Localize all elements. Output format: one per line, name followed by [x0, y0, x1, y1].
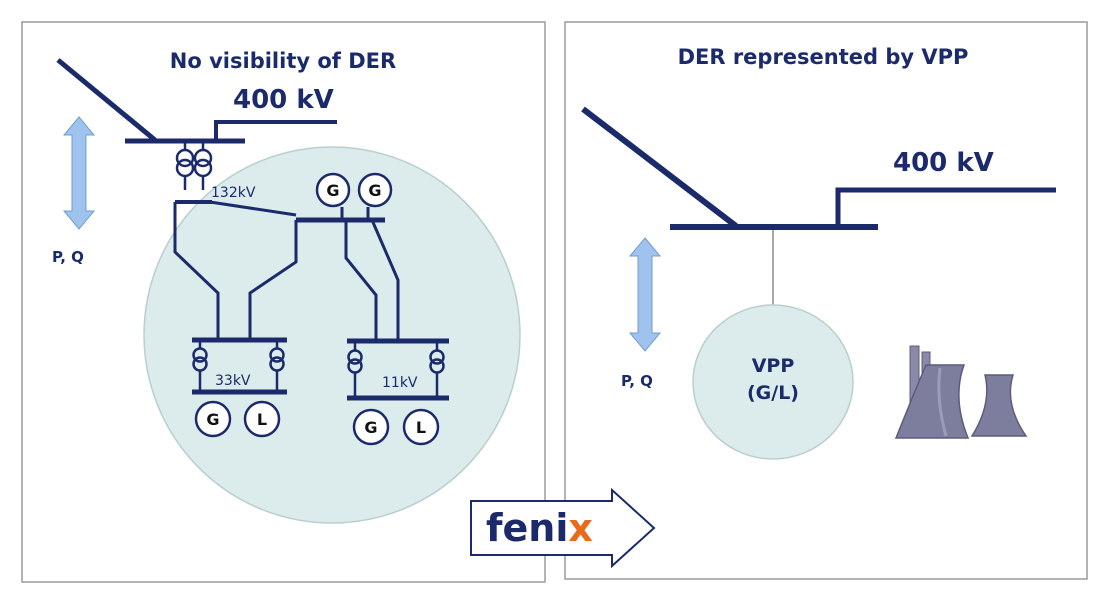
generator-label: G — [364, 418, 377, 437]
network-132kv — [173, 200, 400, 340]
voltage-label-11kv: 11kV — [382, 375, 418, 391]
generator-pair-132: G G — [315, 172, 393, 208]
transformer-coil-icon — [175, 148, 195, 168]
voltage-label-33kv: 33kV — [215, 373, 251, 389]
generator-icon — [194, 400, 232, 438]
power-plant-icon — [894, 345, 1028, 439]
transformer-400-132 — [175, 141, 213, 190]
fenix-logo: fenix — [486, 506, 593, 550]
load-label: L — [257, 410, 267, 429]
generator-icon — [315, 172, 351, 208]
substation-33kv — [192, 337, 287, 395]
generator-icon — [357, 172, 393, 208]
vpp-node: VPP (G/L) — [692, 304, 854, 460]
fenix-arrow: fenix — [470, 487, 656, 569]
gen-load-33: G L — [194, 400, 281, 438]
load-icon — [243, 400, 281, 438]
left-panel: No visibility of DER 400 kV P, Q 132kV — [21, 21, 546, 583]
double-arrow-icon — [62, 116, 96, 230]
outgoing-line-400 — [835, 187, 1056, 227]
pq-arrow-right — [628, 237, 662, 352]
vpp-sublabel: (G/L) — [747, 382, 799, 404]
voltage-label-400kv-right: 400 kV — [893, 148, 994, 178]
incoming-line — [56, 58, 157, 142]
generator-label: G — [206, 410, 219, 429]
pq-label-left: P, Q — [52, 248, 84, 266]
cooling-tower-icon — [894, 364, 970, 439]
voltage-label-132kv: 132kV — [211, 185, 256, 201]
generator-label: G — [326, 181, 339, 200]
double-arrow-icon — [628, 237, 662, 352]
incoming-line — [581, 106, 738, 229]
outgoing-line-400 — [214, 120, 337, 141]
vpp-label: VPP — [752, 355, 795, 377]
cooling-tower-icon — [970, 374, 1028, 437]
gen-load-11: G L — [352, 408, 440, 446]
right-panel: DER represented by VPP 400 kV P, Q VPP (… — [564, 21, 1088, 580]
pq-label-right: P, Q — [621, 372, 653, 390]
arrow-right-icon — [470, 487, 656, 569]
load-icon — [402, 408, 440, 446]
transformer-coil-icon — [192, 347, 208, 363]
substation-11kv — [347, 338, 449, 401]
transformer-coil-icon — [347, 349, 363, 365]
generator-icon — [352, 408, 390, 446]
voltage-label-400kv-left: 400 kV — [233, 85, 334, 115]
pq-arrow-left — [62, 116, 96, 230]
right-panel-title: DER represented by VPP — [678, 45, 969, 69]
generator-label: G — [368, 181, 381, 200]
left-panel-title: No visibility of DER — [170, 49, 396, 73]
busbar-400kv-right — [581, 106, 1056, 308]
load-label: L — [416, 418, 426, 437]
vpp-circle — [692, 304, 854, 460]
